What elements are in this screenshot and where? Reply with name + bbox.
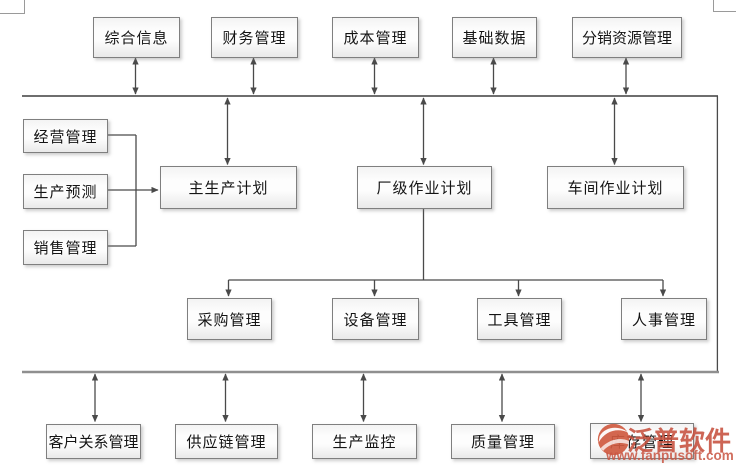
node-business-mgmt: 经营管理 — [23, 119, 108, 153]
node-supply-chain-mgmt: 供应链管理 — [175, 424, 278, 459]
top-left-corner-box — [0, 0, 25, 14]
node-production-forecast: 生产预测 — [23, 174, 108, 209]
node-hr-mgmt: 人事管理 — [621, 298, 707, 340]
node-integrated-info: 综合信息 — [93, 17, 180, 58]
top-right-corner-box — [713, 0, 736, 12]
watermark-url-text: www.fanpusoft.com — [606, 448, 734, 463]
node-customer-relationship-mgmt: 客户关系管理 — [46, 424, 141, 459]
node-factory-level-job-plan: 厂级作业计划 — [357, 166, 492, 209]
node-cost-mgmt: 成本管理 — [332, 17, 419, 58]
node-finance-mgmt: 财务管理 — [211, 17, 298, 58]
node-master-production-plan: 主生产计划 — [160, 166, 297, 209]
watermark-brand-text: 泛普软件 — [627, 426, 732, 456]
node-quality-mgmt: 质量管理 — [451, 424, 555, 459]
node-distribution-resource-mgmt: 分销资源管理 — [572, 17, 682, 58]
node-purchasing-mgmt: 采购管理 — [187, 298, 272, 340]
node-sales-mgmt: 销售管理 — [23, 230, 108, 265]
node-workshop-job-plan: 车间作业计划 — [547, 166, 684, 209]
node-tool-mgmt: 工具管理 — [477, 298, 562, 340]
node-equipment-mgmt: 设备管理 — [332, 298, 419, 340]
node-production-monitoring: 生产监控 — [312, 424, 417, 459]
node-basic-data: 基础数据 — [452, 17, 537, 58]
fanpu-logo-icon — [597, 423, 630, 456]
